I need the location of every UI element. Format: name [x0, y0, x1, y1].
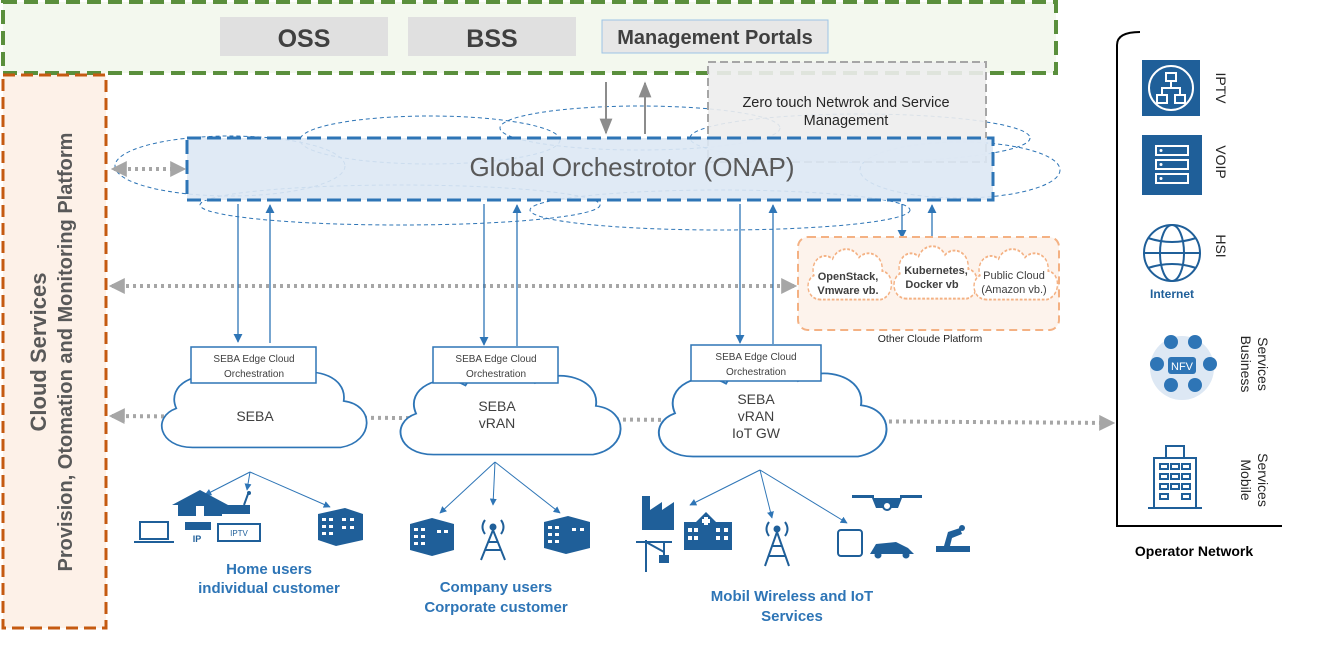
- company-fan-2: [489, 461, 497, 506]
- internet-icon-label: Internet: [1150, 287, 1194, 301]
- management-portals-label: Management Portals: [617, 27, 813, 49]
- internet-globe-icon: [1143, 224, 1201, 282]
- edge-orch-box-2-line2: Orchestration: [466, 369, 526, 380]
- platform-edge-arrow: [108, 408, 1116, 431]
- ip-label: IP: [193, 534, 202, 544]
- bss-label: BSS: [466, 25, 517, 53]
- laptop-icon: [134, 521, 174, 543]
- edge-orch-box-3-line1: SEBA Edge Cloud: [715, 352, 796, 363]
- operator-network-title: Operator Network: [1135, 543, 1253, 559]
- mobile-services-line1: Mobile: [1238, 459, 1254, 500]
- company-building-right-icon: [544, 516, 590, 554]
- bss-box: [408, 17, 576, 56]
- edge-orch-box-1: [190, 346, 317, 384]
- company-cell-tower-icon: [480, 519, 506, 561]
- edge-orch-box-2: [432, 346, 559, 384]
- car-icon: [870, 542, 914, 559]
- global-orchestrator-box: [185, 136, 995, 202]
- home-building-icon: [318, 508, 363, 546]
- iptv-tv-icon: [217, 523, 261, 542]
- drone-icon: [852, 495, 922, 511]
- edge-cloud-3-line1: SEBA: [737, 391, 775, 407]
- ztn-label-line1: Zero touch Netwrok and Service: [742, 95, 949, 111]
- voip-server-icon: [1142, 135, 1202, 195]
- platform-subtitle-label: Provision, Otomation and Monitoring Plat…: [55, 133, 77, 572]
- hsi-service-label: HSI: [1213, 234, 1229, 257]
- hospital-icon: [684, 512, 732, 550]
- home-fan-3: [249, 471, 331, 508]
- edge-cloud-3-line2: vRAN: [738, 408, 775, 424]
- company-fan-1: [439, 461, 496, 514]
- nfv-icon-label: NFV: [1171, 361, 1194, 373]
- company-users-line2: Corporate customer: [424, 599, 568, 616]
- edge-orch-box-3-line2: Orchestration: [726, 367, 786, 378]
- home-users-line1: Home users: [226, 561, 312, 578]
- ip-phone-icon: [185, 522, 211, 530]
- edge-orch-box-1-line1: SEBA Edge Cloud: [213, 354, 294, 365]
- mobile-iot-line1: Mobil Wireless and IoT: [711, 588, 873, 605]
- global-orchestrator-label: Global Orchestrotor (ONAP): [469, 152, 794, 182]
- edge-cloud-3-line3: IoT GW: [732, 425, 781, 441]
- edge-cloud-1-line1: SEBA: [236, 408, 274, 424]
- public-cloud-label-line2: (Amazon vb.): [981, 284, 1046, 296]
- kubernetes-label-line2: Docker vb: [905, 279, 958, 291]
- oss-label: OSS: [278, 25, 331, 53]
- crane-icon: [636, 540, 672, 572]
- mobile-iot-line2: Services: [761, 608, 823, 625]
- operator-network-bracket: [1116, 31, 1282, 527]
- mobile-cell-tower-icon: [764, 521, 790, 567]
- public-cloud-label-line1: Public Cloud: [983, 270, 1045, 282]
- openstack-label-line2: Vmware vb.: [817, 285, 878, 297]
- company-fan-3: [494, 461, 561, 514]
- mobile-fan-2: [759, 469, 774, 519]
- router-icon: [222, 491, 251, 514]
- iptv-service-label: IPTV: [1213, 72, 1229, 104]
- openstack-label-line1: OpenStack,: [818, 271, 879, 283]
- iptv-network-icon: [1142, 60, 1200, 116]
- mobile-fan-1: [689, 469, 761, 506]
- voip-service-label: VOIP: [1213, 145, 1229, 178]
- edge-orch-box-3: [690, 344, 822, 382]
- edge-orch-box-1-line2: Orchestration: [224, 369, 284, 380]
- company-building-left-icon: [410, 518, 454, 556]
- business-services-line1: Business: [1238, 336, 1254, 393]
- robot-arm-icon: [936, 525, 970, 552]
- business-services-line2: Services: [1255, 337, 1271, 391]
- cloud-services-label: Cloud Services: [26, 273, 51, 432]
- edge-orch-box-2-line1: SEBA Edge Cloud: [455, 354, 536, 365]
- edge-cloud-2-line1: SEBA: [478, 398, 516, 414]
- home-users-line2: individual customer: [198, 580, 340, 597]
- edge-cloud-2-line2: vRAN: [479, 415, 516, 431]
- kubernetes-label-line1: Kubernetes,: [904, 265, 968, 277]
- tablet-icon: [837, 529, 863, 557]
- factory-icon: [642, 496, 674, 530]
- other-cloud-caption: Other Cloude Platform: [878, 333, 983, 345]
- house-icon: [172, 490, 228, 516]
- home-fan-1: [204, 471, 251, 496]
- mobile-fan-3: [759, 469, 848, 524]
- mobile-services-line2: Services: [1255, 453, 1271, 507]
- home-fan-2: [244, 471, 252, 491]
- iptv-tv-label: IPTV: [230, 529, 248, 538]
- left-platform-frame: [1, 73, 108, 630]
- management-portals-box: [601, 19, 829, 54]
- ztn-label-line2: Management: [804, 113, 889, 129]
- company-users-line1: Company users: [440, 579, 553, 596]
- oss-box: [220, 17, 388, 56]
- building-icon: [1148, 445, 1202, 509]
- nfv-icon: [1150, 335, 1217, 400]
